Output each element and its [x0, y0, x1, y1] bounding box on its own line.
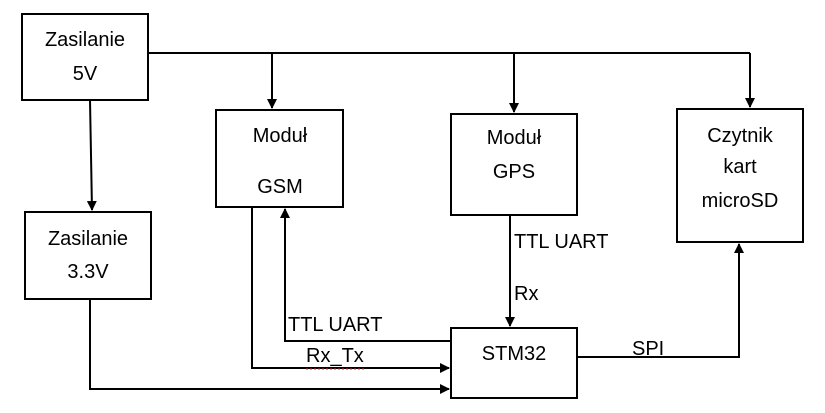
- block-czytnik-line1: Czytnik: [707, 125, 774, 147]
- arrow-gsm-to-stm32: [251, 207, 450, 373]
- block-modul-gps-line1: Moduł: [487, 127, 542, 149]
- block-modul-gsm-line2: GSM: [257, 176, 303, 198]
- block-zasilanie-3v3-line1: Zasilanie: [48, 228, 128, 250]
- arrow-stm32-to-sd: [577, 243, 744, 358]
- block-zasilanie-5v: Zasilanie 5V: [21, 13, 149, 101]
- arrow-5v-to-3v3: [86, 99, 97, 211]
- arrow-stm32-to-gsm: [280, 208, 451, 342]
- label-spi: SPI: [632, 338, 664, 360]
- block-czytnik-microsd: Czytnik kart microSD: [676, 108, 804, 243]
- block-modul-gps: Moduł GPS: [450, 113, 578, 216]
- block-zasilanie-3v3-line2: 3.3V: [67, 261, 109, 283]
- block-modul-gsm: Moduł GSM: [215, 109, 344, 208]
- block-stm32: STM32: [450, 327, 578, 399]
- block-czytnik-line3: microSD: [702, 190, 779, 212]
- arrow-3v3-to-stm32: [89, 299, 450, 394]
- label-gps-rx: Rx: [514, 283, 538, 305]
- label-gsm-rx-tx: Rx_Tx: [306, 345, 364, 367]
- block-modul-gps-line2: GPS: [493, 161, 535, 183]
- label-gsm-ttl-uart: TTL UART: [288, 314, 382, 336]
- label-gps-ttl-uart: TTL UART: [514, 231, 608, 253]
- block-zasilanie-5v-line1: Zasilanie: [45, 29, 125, 51]
- block-czytnik-line2: kart: [723, 156, 757, 178]
- block-zasilanie-3v3: Zasilanie 3.3V: [24, 211, 152, 300]
- block-modul-gsm-line1: Moduł: [253, 125, 308, 147]
- block-stm32-label: STM32: [482, 343, 546, 365]
- block-zasilanie-5v-line2: 5V: [73, 63, 98, 85]
